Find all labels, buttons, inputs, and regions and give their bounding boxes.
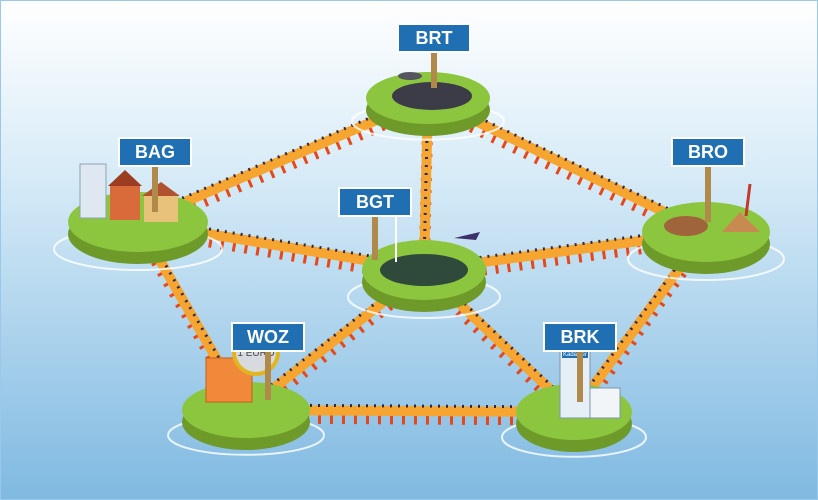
- island-bag: BAG: [53, 137, 223, 271]
- apartment-building: [79, 163, 107, 219]
- kadaster-sign-band: [562, 348, 588, 358]
- excavation-pit: [664, 216, 708, 236]
- shop-roof: [142, 182, 180, 196]
- sign-board: [671, 137, 745, 167]
- sign-board: [543, 322, 617, 352]
- sign-board: [397, 23, 471, 53]
- island-brk: Kadaster BRK: [501, 322, 647, 458]
- bridge-arches: [135, 100, 431, 236]
- house: [110, 186, 140, 220]
- topo-map-patch: [392, 82, 472, 110]
- bridge-walkers: [245, 263, 425, 407]
- coin-text: 1 EURO: [237, 348, 274, 359]
- island-brt: BRT: [351, 23, 505, 141]
- cadastre-annex: [589, 387, 621, 419]
- sign-board: [338, 187, 412, 217]
- sign-label-bro: BRO: [688, 142, 728, 162]
- bridge-walkers: [427, 91, 707, 229]
- island-bgt: BGT: [338, 187, 501, 319]
- map-patch: [380, 254, 468, 286]
- drone-icon: [398, 72, 422, 80]
- sign-label-brk: BRK: [561, 327, 600, 347]
- sign-label-woz: WOZ: [247, 327, 289, 347]
- sign-label-brt: BRT: [416, 28, 453, 48]
- island-bro: BRO: [627, 137, 785, 281]
- shovel-icon: [744, 183, 752, 217]
- sign-post: [431, 50, 437, 88]
- sign-post: [265, 349, 271, 400]
- sign-post: [372, 214, 378, 260]
- sign-post: [577, 349, 583, 402]
- house-roof: [108, 170, 142, 186]
- sign-board: [118, 137, 192, 167]
- sign-label-bag: BAG: [135, 142, 175, 162]
- sign-label-bgt: BGT: [356, 192, 394, 212]
- soil-pile: [722, 212, 760, 232]
- sign-post: [705, 164, 711, 222]
- kadaster-sign-text: Kadaster: [563, 352, 587, 358]
- sign-post: [152, 164, 158, 212]
- sign-board: [231, 322, 305, 352]
- shop-building: [144, 196, 178, 222]
- airplane-icon: [454, 232, 480, 240]
